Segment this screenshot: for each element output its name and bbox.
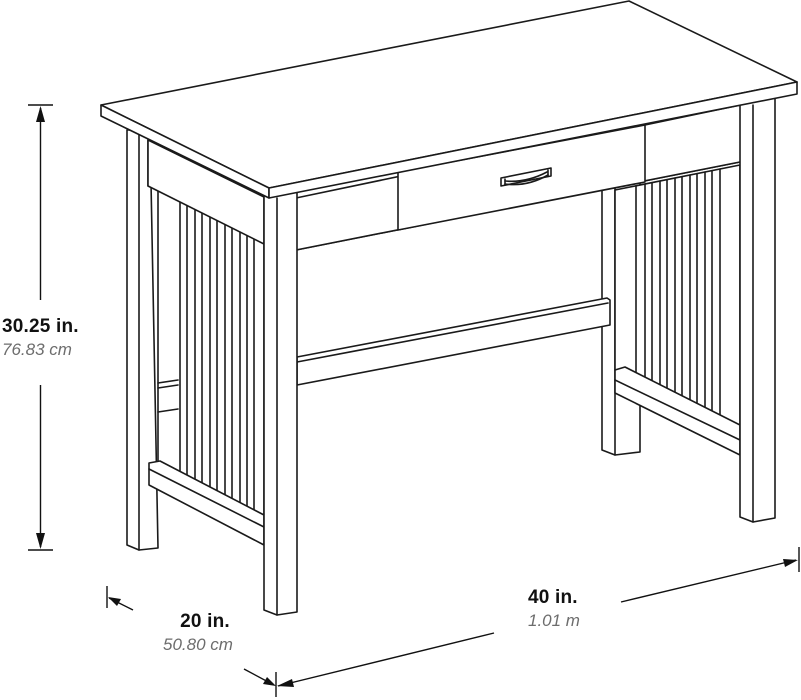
depth-dimension-label: 20 in. 50.80 cm bbox=[163, 612, 233, 653]
right-side-panel bbox=[614, 164, 741, 431]
front-left-leg bbox=[263, 191, 298, 616]
arrow-icon bbox=[783, 559, 798, 567]
depth-metric: 50.80 cm bbox=[163, 635, 233, 654]
arrow-icon bbox=[108, 597, 121, 606]
arrow-up-icon bbox=[36, 106, 45, 122]
height-imperial: 30.25 in. bbox=[2, 316, 79, 337]
handle-icon bbox=[500, 167, 552, 187]
width-dimension-label: 40 in. 1.01 m bbox=[528, 588, 580, 629]
width-metric: 1.01 m bbox=[528, 611, 580, 630]
height-metric: 76.83 cm bbox=[2, 340, 72, 359]
tabletop bbox=[100, 0, 798, 199]
height-dimension-label: 30.25 in. 76.83 cm bbox=[2, 317, 79, 358]
left-side-panel bbox=[157, 189, 265, 521]
arrow-icon bbox=[277, 679, 294, 687]
width-dimension-line bbox=[277, 547, 800, 687]
depth-dimension-line bbox=[106, 586, 277, 697]
height-dimension-line bbox=[28, 104, 53, 551]
front-stretcher bbox=[296, 297, 611, 386]
front-right-leg bbox=[739, 97, 776, 523]
arrow-icon bbox=[263, 677, 276, 686]
depth-imperial: 20 in. bbox=[180, 611, 230, 632]
width-imperial: 40 in. bbox=[528, 587, 578, 608]
arrow-down-icon bbox=[36, 533, 45, 549]
